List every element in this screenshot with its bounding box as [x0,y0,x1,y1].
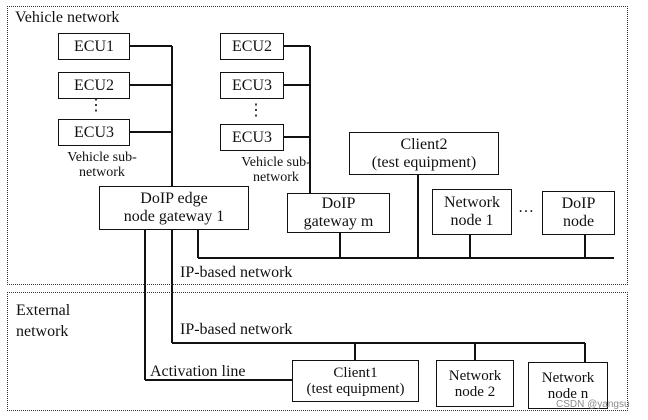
activation-line-label: Activation line [150,363,246,380]
nodes-ellipsis: … [518,199,534,216]
middle-subnet-caption: Vehicle sub- network [241,155,311,185]
network-node-2-box: Network node 2 [436,360,514,407]
left-ecu-ellipsis: ⋮ [88,97,104,114]
ecu1-box: ECU1 [58,33,130,60]
ecu2-middle-box-b: ECU3 [220,72,284,99]
network-node-n-box: Network node n [528,362,608,409]
outer-ip-network-label: IP-based network [180,321,293,338]
ecu3-middle-box: ECU3 [220,124,284,151]
client2-box: Client2 (test equipment) [349,132,499,175]
left-subnet-caption: Vehicle sub- network [67,150,137,180]
external-network-region [7,292,628,411]
ecu3-box: ECU3 [58,119,130,146]
doip-edge-gateway-box: DoIP edge node gateway 1 [99,186,249,230]
ecu2-middle-box-a: ECU2 [220,33,284,60]
vehicle-network-region [7,6,628,285]
client1-box: Client1 (test equipment) [292,360,419,402]
ecu2-box: ECU2 [58,72,130,99]
doip-node-box: DoIP node [542,191,615,235]
middle-ecu-ellipsis: ⋮ [248,102,264,119]
vehicle-network-label: Vehicle network [15,9,120,26]
doip-gateway-m-box: DoIP gateway m [287,193,390,233]
network-node-1-box: Network node 1 [432,189,512,235]
watermark: CSDN @yangsu [556,399,630,410]
external-network-label: External network [16,302,71,340]
inner-ip-network-label: IP-based network [180,264,293,281]
